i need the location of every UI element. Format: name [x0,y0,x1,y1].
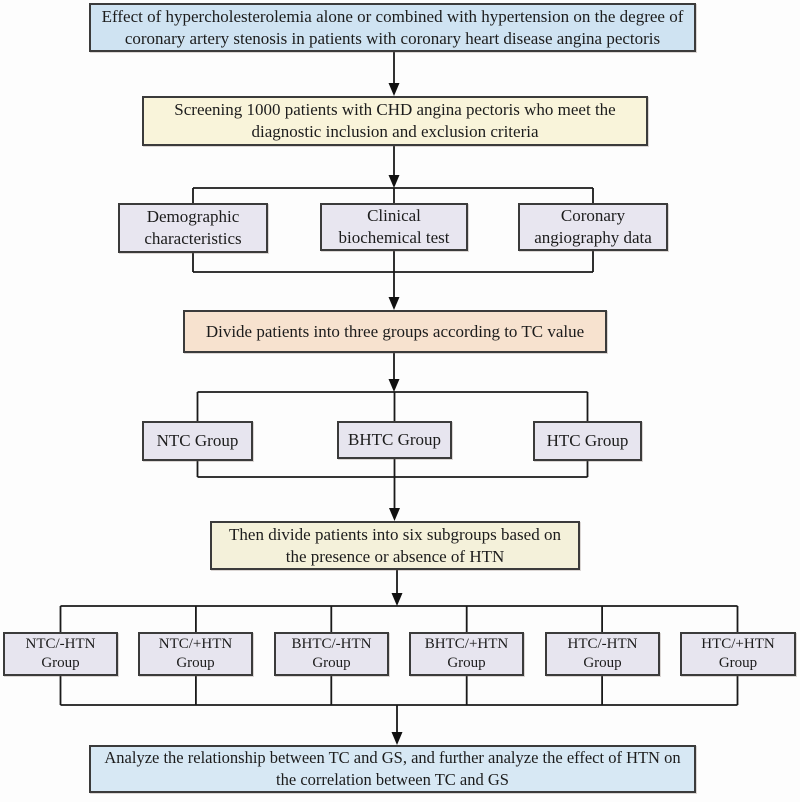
subgroup-line1: HTC/+HTN [701,636,775,652]
node-divide-by-tc: Divide patients into three groups accord… [183,310,607,353]
subgroup-line2: Group [583,655,622,671]
node-subgroup-ntc-minus-htn: NTC/-HTN Group [3,632,118,676]
node-subgroup-htc-plus-htn: HTC/+HTN Group [680,632,796,676]
subgroup-line1: BHTC/-HTN [291,636,372,652]
screening-text: Screening 1000 patients with CHD angina … [174,100,616,141]
subgroup-line2: Group [41,655,80,671]
node-htc-group: HTC Group [533,421,642,461]
node-ntc-group: NTC Group [142,421,253,461]
divide-htn-text: Then divide patients into six subgroups … [229,524,561,566]
divide-tc-text: Divide patients into three groups accord… [205,321,585,341]
subgroup-line1: NTC/-HTN [25,636,96,652]
subgroup-line1: BHTC/+HTN [424,636,509,652]
htc-group-text: HTC Group [546,431,629,450]
node-screening: Screening 1000 patients with CHD angina … [142,96,648,146]
node-clinical-biochemical-test: Clinical biochemical test [320,203,468,251]
arrowhead-icon [388,83,403,745]
node-demographic-characteristics: Demographic characteristics [118,203,268,253]
clinical-text: Clinical biochemical test [338,206,450,247]
node-bhtc-group: BHTC Group [337,421,452,459]
node-study-title: Effect of hypercholesterolemia alone or … [89,3,696,52]
analysis-text: Analyze the relationship between TC and … [104,748,681,789]
subgroup-line1: NTC/+HTN [158,636,233,652]
subgroup-line2: Group [176,655,215,671]
connector-rails [59,52,739,732]
node-analysis: Analyze the relationship between TC and … [89,745,696,793]
node-subgroup-bhtc-minus-htn: BHTC/-HTN Group [274,632,389,676]
node-subgroup-ntc-plus-htn: NTC/+HTN Group [138,632,253,676]
demographic-text: Demographic characteristics [144,207,242,248]
node-subgroup-htc-minus-htn: HTC/-HTN Group [545,632,660,676]
coronary-text: Coronary angiography data [534,206,652,247]
node-subgroup-bhtc-plus-htn: BHTC/+HTN Group [409,632,524,676]
node-divide-by-htn: Then divide patients into six subgroups … [210,521,580,570]
subgroup-line2: Group [447,655,486,671]
node-coronary-angiography-data: Coronary angiography data [518,203,668,251]
study-title-text: Effect of hypercholesterolemia alone or … [101,6,684,48]
subgroup-line1: HTC/-HTN [567,636,638,652]
subgroup-line2: Group [718,655,758,671]
subgroup-line2: Group [312,655,351,671]
bhtc-group-text: BHTC Group [347,430,442,449]
ntc-group-text: NTC Group [156,431,239,450]
